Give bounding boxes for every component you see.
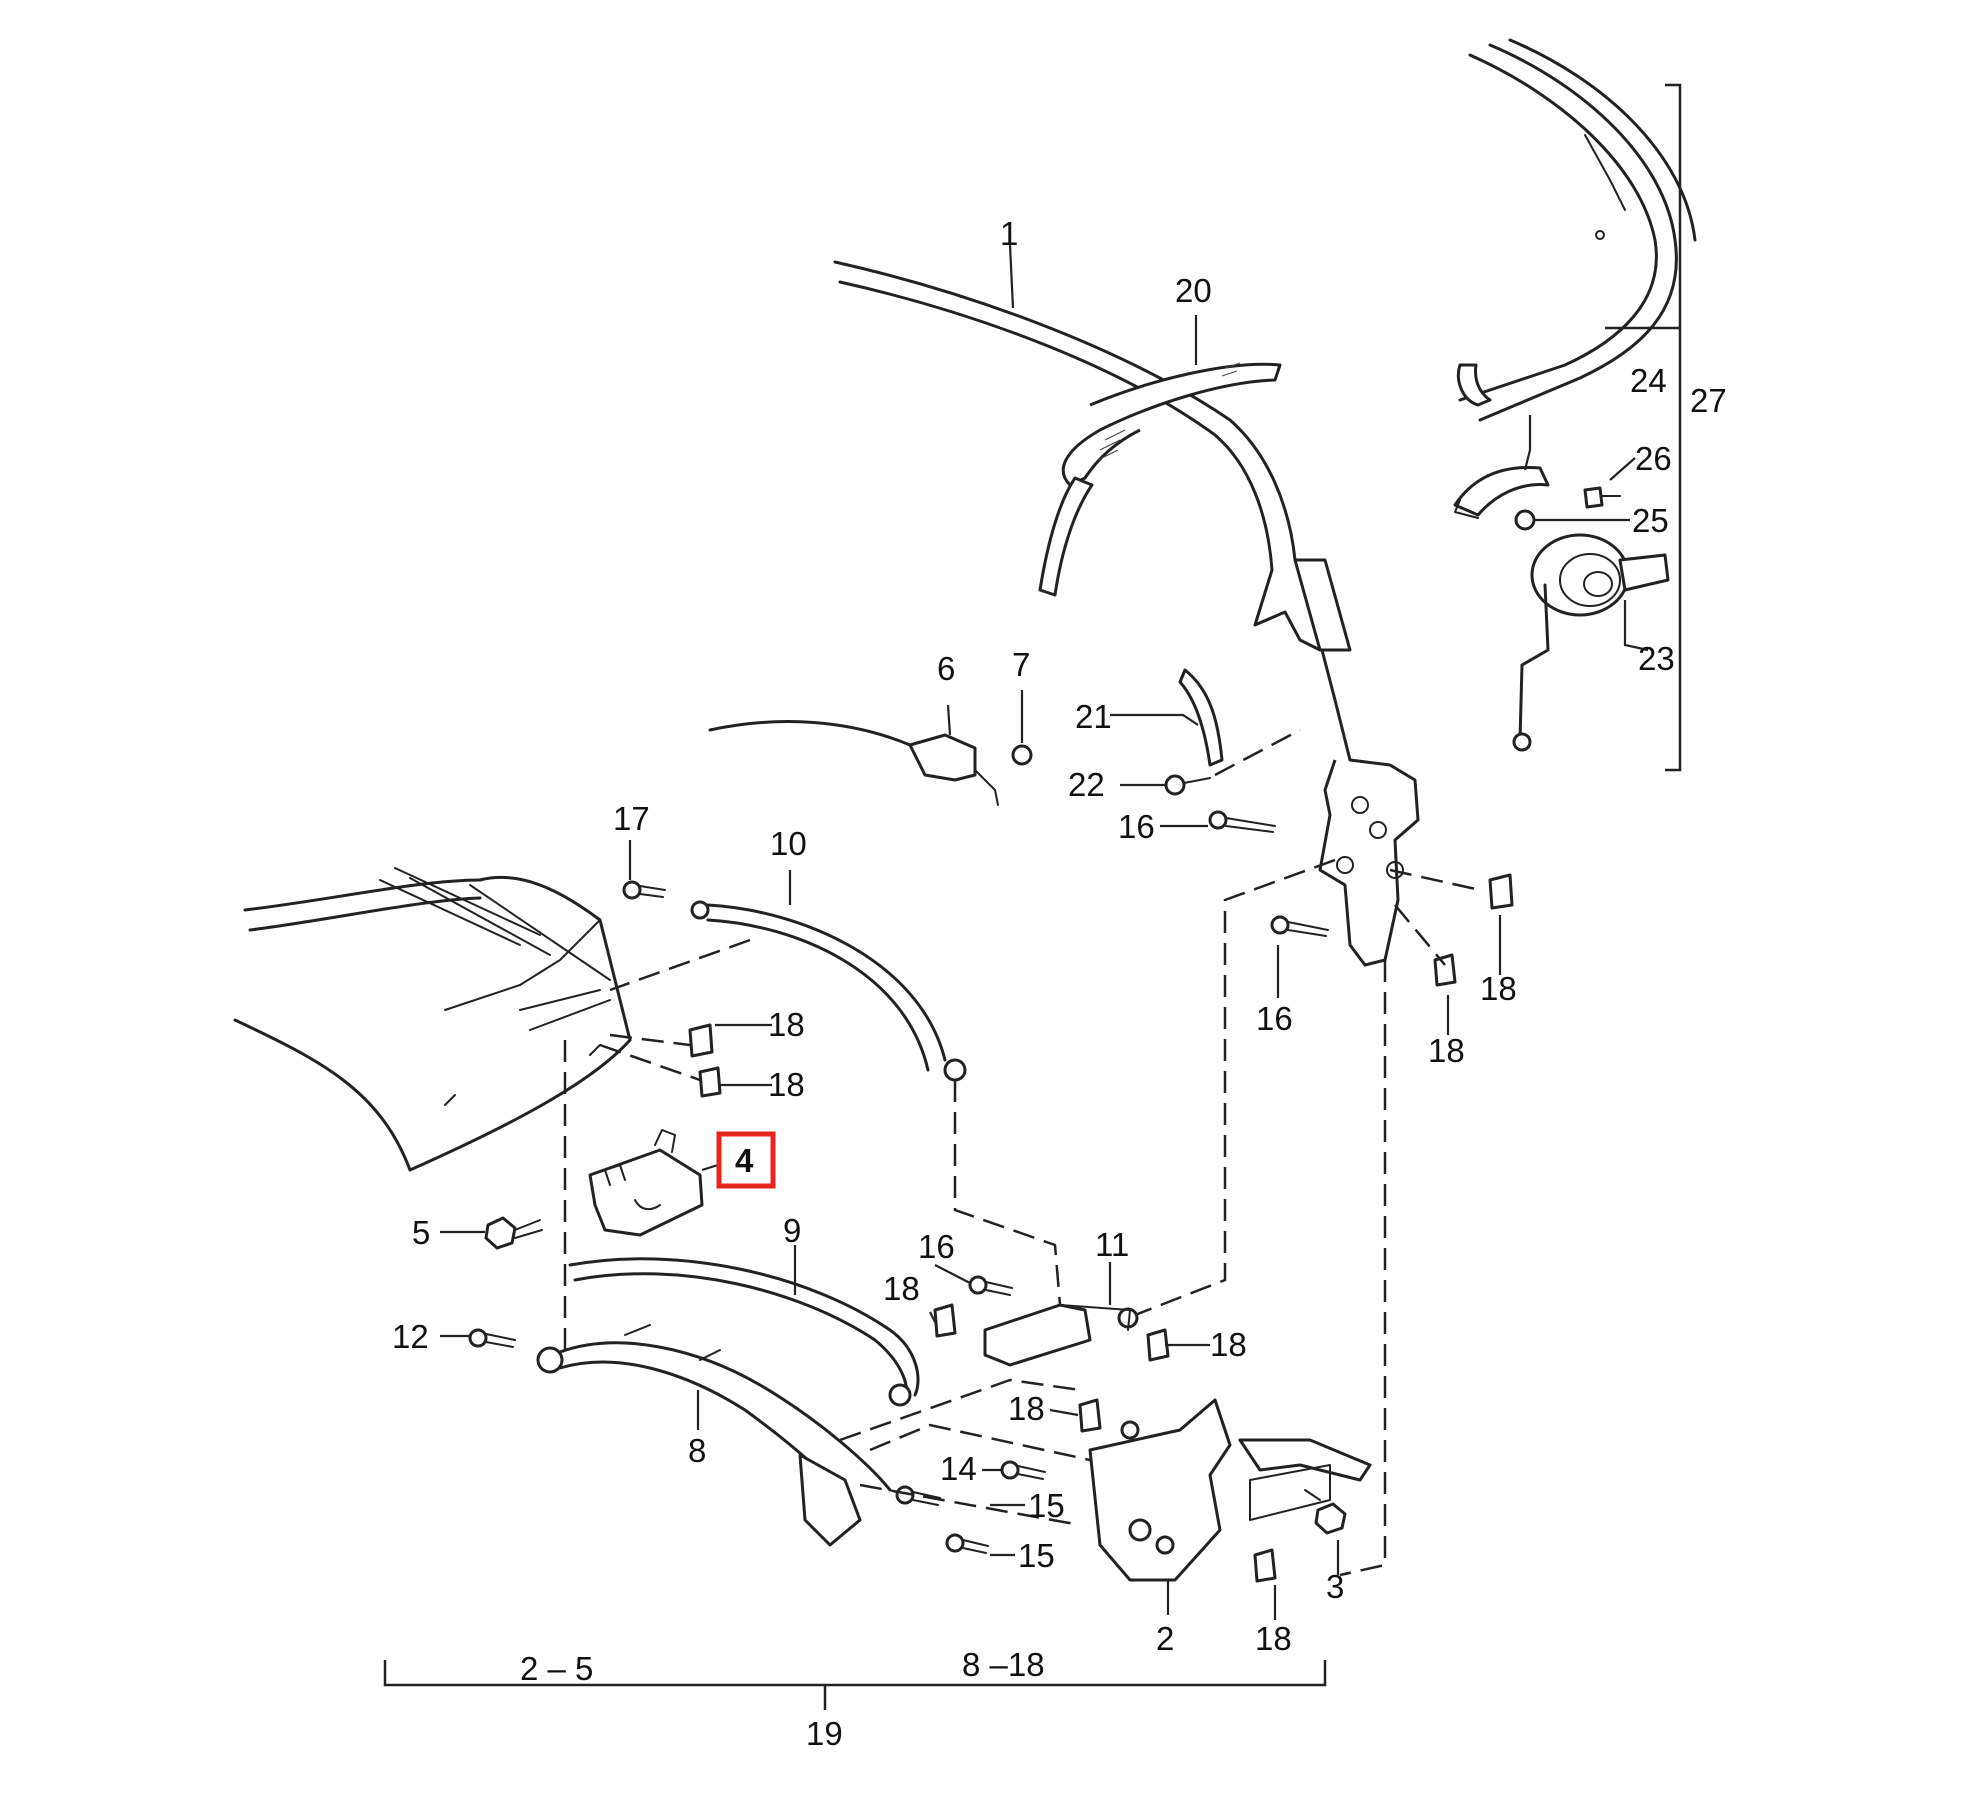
part-2-bracket — [1088, 1398, 1372, 1582]
range-8-18: 8 –18 — [962, 1646, 1045, 1683]
part-18-clip-l1 — [688, 1023, 714, 1058]
callout-23: 23 — [1638, 640, 1675, 677]
part-main-hinge — [1293, 558, 1420, 967]
part-25-26 — [1514, 486, 1621, 531]
bracket-27 — [1605, 83, 1682, 772]
callout-18-l2: 18 — [768, 1066, 805, 1103]
callout-12: 12 — [392, 1318, 429, 1355]
leader-lines — [440, 244, 1649, 1620]
callout-15-b: 15 — [1018, 1537, 1055, 1574]
part-20-strap — [1038, 362, 1282, 597]
callout-4: 4 — [735, 1142, 754, 1179]
part-5-bolt — [484, 1216, 543, 1250]
callout-26: 26 — [1635, 440, 1672, 477]
part-16-bolt-c — [968, 1275, 1013, 1296]
callout-18-b3: 18 — [1008, 1390, 1045, 1427]
part-4-bracket — [588, 1129, 704, 1237]
part-23 — [1512, 533, 1670, 752]
part-16-bolt-b — [1270, 915, 1329, 937]
part-18-clip-b1 — [933, 1303, 957, 1338]
range-2-5: 2 – 5 — [520, 1650, 593, 1687]
part-18-clip-b4 — [1253, 1548, 1277, 1583]
part-14-bolt — [1000, 1460, 1046, 1480]
callout-2: 2 — [1156, 1620, 1174, 1657]
callout-3: 3 — [1326, 1568, 1344, 1605]
callout-18-r1: 18 — [1480, 970, 1517, 1007]
callout-24: 24 — [1630, 362, 1667, 399]
part-18-clip-r2 — [1433, 953, 1457, 987]
part-18-clip-b2 — [1146, 1328, 1170, 1362]
callout-14: 14 — [940, 1450, 977, 1487]
part-24 — [1453, 466, 1550, 519]
callout-1: 1 — [1000, 215, 1018, 252]
callout-15-a: 15 — [1028, 1487, 1065, 1524]
callout-16-a: 16 — [1118, 808, 1155, 845]
callout-16-c: 16 — [918, 1228, 955, 1265]
part-18-clip-b3 — [1078, 1398, 1102, 1433]
assembly-lines — [563, 728, 1481, 1577]
part-15-bolt-a — [895, 1485, 941, 1506]
callout-20: 20 — [1175, 272, 1212, 309]
part-12-bolt — [468, 1328, 516, 1348]
part-15-bolt-b — [945, 1533, 989, 1554]
part-17-bolt — [622, 880, 666, 900]
callout-7: 7 — [1012, 646, 1030, 683]
part-3-bolt — [1304, 1489, 1347, 1535]
callout-21: 21 — [1075, 698, 1112, 735]
callout-8: 8 — [688, 1432, 706, 1469]
callout-18-l1: 18 — [768, 1006, 805, 1043]
part-11-linkage — [983, 1303, 1139, 1367]
part-roof-rail — [1456, 38, 1697, 422]
part-10-arm — [690, 900, 967, 1082]
part-22 — [1164, 774, 1211, 796]
bracket-19 — [383, 1660, 1327, 1710]
callout-10: 10 — [770, 825, 807, 862]
callout-16-b: 16 — [1256, 1000, 1293, 1037]
callout-18-r2: 18 — [1428, 1032, 1465, 1069]
part-rear-lid — [233, 867, 632, 1172]
part-16-bolt-a — [1208, 810, 1276, 833]
callout-22: 22 — [1068, 766, 1105, 803]
callout-18-b1: 18 — [883, 1270, 920, 1307]
callout-5: 5 — [412, 1214, 430, 1251]
part-9-track — [568, 1257, 920, 1407]
part-7-screw — [1011, 744, 1033, 766]
part-21 — [1178, 668, 1224, 767]
callout-4-highlight — [716, 1131, 776, 1189]
callout-18-b2: 18 — [1210, 1326, 1247, 1363]
callout-25: 25 — [1632, 502, 1669, 539]
callout-19: 19 — [806, 1715, 843, 1752]
callout-17: 17 — [613, 800, 650, 837]
callout-18-b4: 18 — [1255, 1620, 1292, 1657]
part-18-clip-l2 — [698, 1066, 722, 1098]
callout-11: 11 — [1095, 1226, 1129, 1263]
part-18-clip-r1 — [1488, 873, 1514, 910]
callout-6: 6 — [937, 650, 955, 687]
callout-27: 27 — [1690, 382, 1727, 419]
part-8-frame — [536, 1324, 892, 1547]
part-6-lock — [708, 720, 999, 806]
callout-9: 9 — [783, 1212, 801, 1249]
